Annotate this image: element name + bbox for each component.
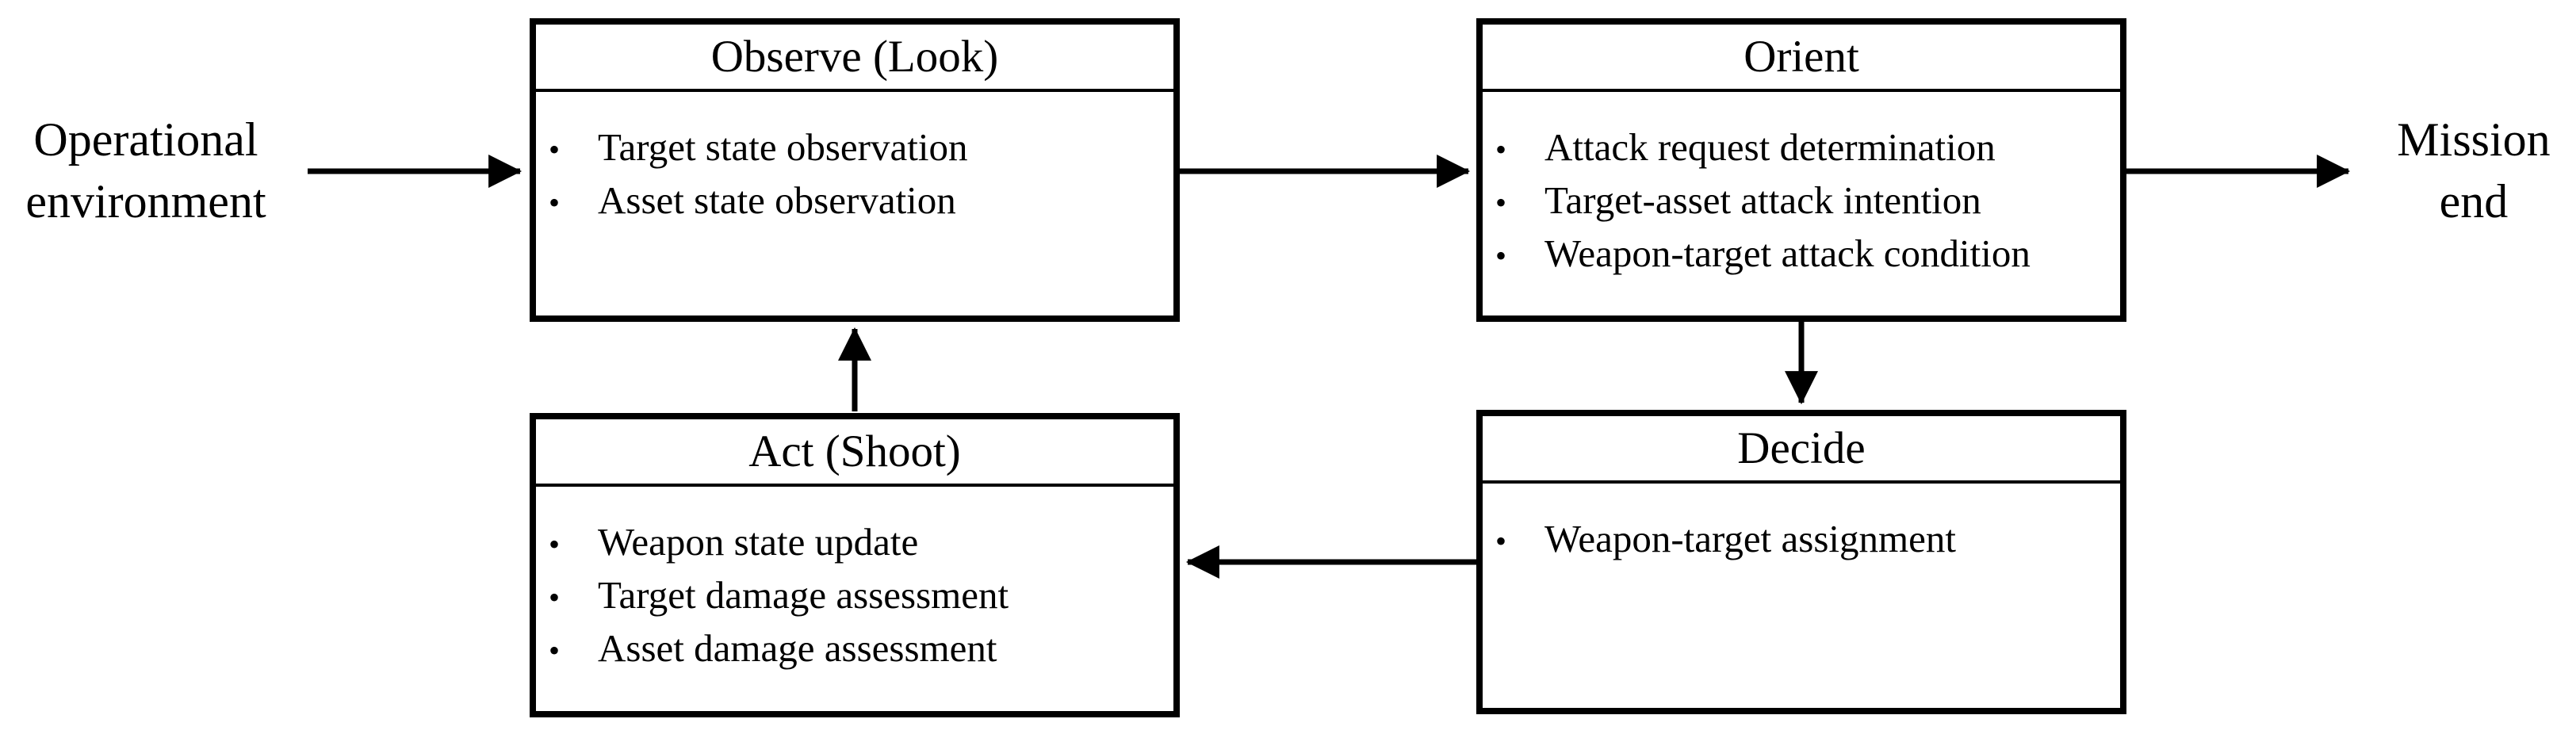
bullet-icon: • — [549, 526, 561, 562]
decide-bullet-list: • Weapon-target assignment — [1495, 514, 2112, 567]
list-item-text: Asset damage assessment — [598, 626, 997, 670]
list-item: • Weapon-target assignment — [1495, 514, 2112, 567]
list-item-text: Target damage assessment — [598, 573, 1009, 617]
bullet-icon: • — [549, 579, 561, 615]
bullet-icon: • — [549, 132, 561, 167]
orient-bullet-list: • Attack request determination • Target-… — [1495, 122, 2112, 281]
orient-box: Orient • Attack request determination • … — [1476, 18, 2126, 322]
list-item: • Target-asset attack intention — [1495, 175, 2112, 228]
decide-box-body: • Weapon-target assignment — [1483, 484, 2120, 567]
list-item-text: Target-asset attack intention — [1544, 178, 1981, 222]
list-item-text: Weapon-target assignment — [1544, 517, 1957, 560]
bullet-icon: • — [1495, 523, 1507, 559]
operational-environment-line2: environment — [25, 175, 266, 228]
bullet-icon: • — [1495, 238, 1507, 273]
list-item: • Target damage assessment — [549, 570, 1166, 623]
bullet-icon: • — [1495, 185, 1507, 220]
observe-box-title: Observe (Look) — [536, 25, 1173, 92]
bullet-icon: • — [549, 185, 561, 220]
decide-box: Decide • Weapon-target assignment — [1476, 410, 2126, 714]
list-item-text: Attack request determination — [1544, 125, 1996, 169]
list-item-text: Target state observation — [598, 125, 968, 169]
observe-bullet-list: • Target state observation • Asset state… — [549, 122, 1166, 228]
list-item-text: Weapon-target attack condition — [1544, 231, 2031, 275]
list-item: • Attack request determination — [1495, 122, 2112, 175]
list-item: • Asset damage assessment — [549, 623, 1166, 676]
observe-box: Observe (Look) • Target state observatio… — [530, 18, 1180, 322]
list-item: • Weapon state update — [549, 517, 1166, 570]
list-item: • Weapon-target attack condition — [1495, 228, 2112, 281]
act-box: Act (Shoot) • Weapon state update • Targ… — [530, 413, 1180, 717]
list-item-text: Weapon state update — [598, 520, 919, 564]
list-item-text: Asset state observation — [598, 178, 956, 222]
mission-end-line2: end — [2439, 175, 2509, 228]
orient-box-title: Orient — [1483, 25, 2120, 92]
list-item: • Target state observation — [549, 122, 1166, 175]
decide-box-title: Decide — [1483, 416, 2120, 484]
mission-end-line1: Mission — [2397, 113, 2551, 166]
act-box-title: Act (Shoot) — [536, 419, 1173, 487]
bullet-icon: • — [549, 633, 561, 668]
observe-box-body: • Target state observation • Asset state… — [536, 92, 1173, 228]
list-item: • Asset state observation — [549, 175, 1166, 228]
bullet-icon: • — [1495, 132, 1507, 167]
orient-box-body: • Attack request determination • Target-… — [1483, 92, 2120, 281]
act-bullet-list: • Weapon state update • Target damage as… — [549, 517, 1166, 676]
mission-end-label: Mission end — [2363, 109, 2576, 232]
act-box-body: • Weapon state update • Target damage as… — [536, 487, 1173, 676]
operational-environment-label: Operational environment — [6, 109, 285, 232]
operational-environment-line1: Operational — [33, 113, 258, 166]
